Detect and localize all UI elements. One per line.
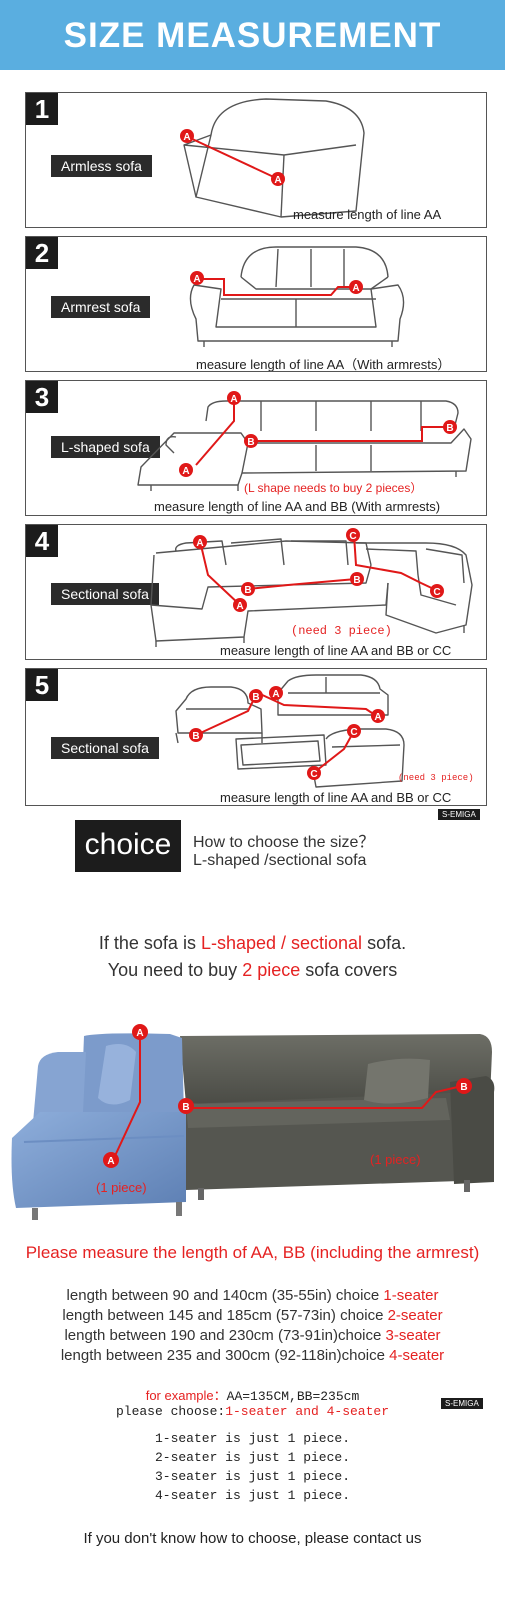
panel-armless-sofa: 1 Armless sofa A A measure length of lin… xyxy=(25,92,487,228)
piece-note-3: 3-seater is just 1 piece. xyxy=(154,1469,351,1484)
contact-note: If you don't know how to choose, please … xyxy=(83,1530,422,1547)
svg-text:A: A xyxy=(352,283,359,294)
measure-caption: measure length of line AA（With armrests） xyxy=(196,357,451,372)
sectional-set-drawing: B B A A C C xyxy=(175,674,405,788)
advice-line-1: If the sofa is L-shaped / sectional sofa… xyxy=(98,933,407,953)
piece-label-left: (1 piece) xyxy=(96,1180,147,1195)
size-rule-1-seater: length between 90 and 140cm (35-55in) ch… xyxy=(66,1287,439,1304)
svg-text:C: C xyxy=(349,531,356,542)
svg-text:A: A xyxy=(183,132,190,143)
svg-text:C: C xyxy=(433,587,440,598)
choice-question: How to choose the size？ xyxy=(193,834,375,851)
svg-text:A: A xyxy=(272,689,279,700)
measure-caption: measure length of line AA and BB or CC xyxy=(220,790,452,805)
svg-text:B: B xyxy=(247,437,254,448)
piece-note-4: 4-seater is just 1 piece. xyxy=(154,1488,351,1503)
panel-l-shaped-sofa: 3 L-shaped sofa A A B B (L shape needs t… xyxy=(25,380,487,516)
panel-number: 4 xyxy=(26,525,58,557)
svg-text:B: B xyxy=(192,731,199,742)
l-shaped-sofa-drawing: A A B B xyxy=(137,391,472,491)
example-choice: please choose:1-seater and 4-seater xyxy=(115,1404,390,1419)
sectional-sofa-drawing: A A B B C C xyxy=(150,528,473,647)
svg-text:A: A xyxy=(274,175,281,186)
svg-text:A: A xyxy=(193,274,200,285)
panel-number: 2 xyxy=(26,237,58,269)
svg-text:B: B xyxy=(460,1082,467,1093)
size-rule-4-seater: length between 235 and 300cm (92-118in)c… xyxy=(60,1347,445,1364)
panel-number: 5 xyxy=(26,669,58,701)
sofa-type-label: Sectional sofa xyxy=(51,583,159,605)
svg-text:C: C xyxy=(310,769,317,780)
svg-text:A: A xyxy=(196,538,203,549)
svg-text:A: A xyxy=(230,394,237,405)
panel-sectional-sofa-a: 4 Sectional sofa A A B B C C (need 3 pie… xyxy=(25,524,487,660)
svg-text:B: B xyxy=(446,423,453,434)
piece-note-2: 2-seater is just 1 piece. xyxy=(154,1450,351,1465)
armrest-sofa-drawing: A A xyxy=(189,246,405,347)
measure-caption: measure length of line AA and BB (With a… xyxy=(154,499,441,514)
choice-subtitle: L-shaped /sectional sofa xyxy=(193,852,367,869)
sofa-type-label: Armless sofa xyxy=(51,155,152,177)
measure-instruction: Please measure the length of AA, BB (inc… xyxy=(25,1243,480,1262)
sofa-type-label: L-shaped sofa xyxy=(51,436,160,458)
measure-caption: measure length of line AA xyxy=(293,207,442,222)
measure-caption: measure length of line AA and BB or CC xyxy=(220,643,452,658)
piece-label-right: (1 piece) xyxy=(370,1152,421,1167)
header-banner: SIZE MEASUREMENT xyxy=(0,0,505,70)
svg-text:C: C xyxy=(350,727,357,738)
example-values: for example：AA=135CM,BB=235cm xyxy=(145,1388,360,1404)
svg-text:B: B xyxy=(353,575,360,586)
sofa-type-label: Armrest sofa xyxy=(51,296,151,318)
svg-text:B: B xyxy=(182,1102,189,1113)
size-rule-2-seater: length between 145 and 185cm (57-73in) c… xyxy=(62,1307,443,1324)
panel-number: 1 xyxy=(26,93,58,125)
brand-tag: S-EMIGA xyxy=(441,1398,483,1409)
panel-number: 3 xyxy=(26,381,58,413)
advice-line-2: You need to buy 2 piece sofa covers xyxy=(107,960,398,980)
svg-text:A: A xyxy=(136,1028,143,1039)
panel-sectional-sofa-b: 5 Sectional sofa B B A A C C (need 3 pie… xyxy=(25,668,487,806)
svg-text:A: A xyxy=(374,712,381,723)
size-rule-3-seater: length between 190 and 230cm (73-91in)ch… xyxy=(64,1327,441,1344)
brand-tag: S-EMIGA xyxy=(438,809,480,820)
choice-label: choice xyxy=(75,820,181,872)
armless-sofa-drawing: A A xyxy=(180,98,365,218)
pieces-note: (need 3 piece) xyxy=(291,624,392,638)
sofa-type-label: Sectional sofa xyxy=(51,737,159,759)
l-shaped-sofa-photo: A A B B (1 piece) (1 piece) xyxy=(10,1012,497,1222)
page-title: SIZE MEASUREMENT xyxy=(63,16,442,55)
sofa-photo-illustration: A A B B xyxy=(11,1024,495,1220)
pieces-note: (need 3 piece) xyxy=(398,773,474,783)
svg-text:A: A xyxy=(236,601,243,612)
svg-text:B: B xyxy=(244,585,251,596)
l-shape-note: (L shape needs to buy 2 pieces） xyxy=(244,481,423,495)
svg-text:A: A xyxy=(182,466,189,477)
piece-note-1: 1-seater is just 1 piece. xyxy=(154,1431,351,1446)
svg-text:B: B xyxy=(252,692,259,703)
svg-text:A: A xyxy=(107,1156,114,1167)
panel-armrest-sofa: 2 Armrest sofa A A measure length of lin… xyxy=(25,236,487,372)
